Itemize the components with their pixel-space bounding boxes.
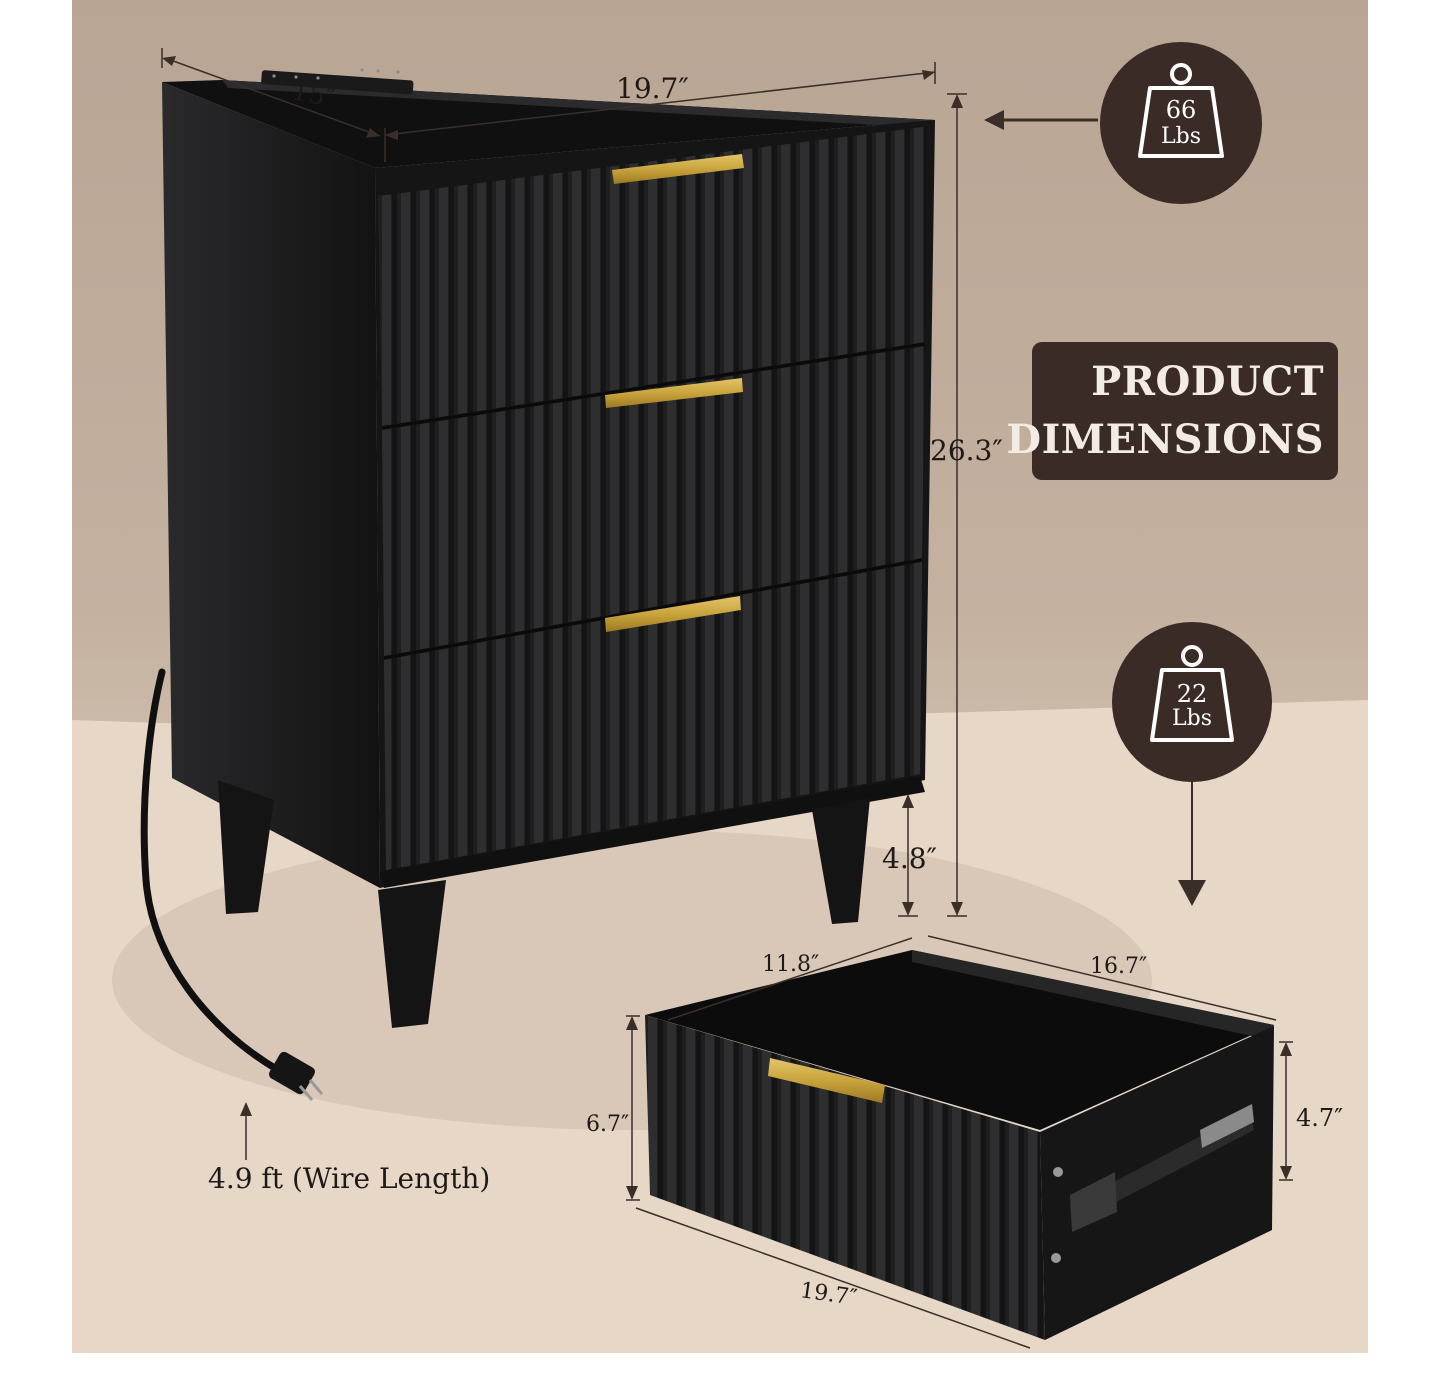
wire-length-label: 4.9 ft (Wire Length) [208,1162,491,1195]
top-load-text: 66 Lbs [1140,96,1222,156]
control-panel [261,70,414,95]
drawer-depth-label: 11.8″ [762,952,820,977]
power-plug [269,1051,324,1101]
touch-buttons [272,68,400,80]
drawer-handle-open [768,1058,885,1103]
power-cord [140,668,282,1074]
leg-back-left [218,780,274,914]
weight-icon [1150,645,1234,742]
title-line-1: PRODUCT [1091,358,1324,405]
height-label: 26.3″ [930,434,1003,467]
top-load-value: 66 [1165,96,1197,124]
nightstand [140,68,935,1101]
drawer-side-height-label: 4.7″ [1296,1104,1344,1132]
drawer-handle-top [612,154,744,184]
nightstand-side-panel [162,82,380,888]
top-load-unit: Lbs [1161,124,1201,149]
drawer-side-panel [1040,1026,1274,1340]
top-load-badge [1100,42,1262,204]
weight-icon [1138,63,1224,158]
drawer-length-label: 16.7″ [1090,954,1148,979]
drawer-front-height-label: 6.7″ [586,1112,630,1137]
drawer-front-bottom [384,562,922,870]
drawer-load-text: 22 Lbs [1152,680,1232,740]
leg-height-label: 4.8″ [882,842,937,875]
arrow-heads [162,56,1292,1200]
drawer-front-panel [645,1015,1045,1340]
leg-front-left [378,880,446,1028]
title-line-2: DIMENSIONS [1006,416,1324,463]
width-label: 19.7″ [616,72,689,105]
nightstand-top [162,80,935,168]
drawer-front-top [378,126,930,426]
drawer-front-middle [382,346,925,656]
drawer-handle-middle [605,378,743,408]
leg-front-right [812,798,870,924]
drawer-load-value: 22 [1176,680,1208,708]
open-drawer [645,950,1274,1340]
drawer-handle-bottom [605,596,741,632]
drawer-load-unit: Lbs [1172,706,1212,731]
product-dimensions-title: PRODUCT DIMENSIONS [1006,342,1338,480]
